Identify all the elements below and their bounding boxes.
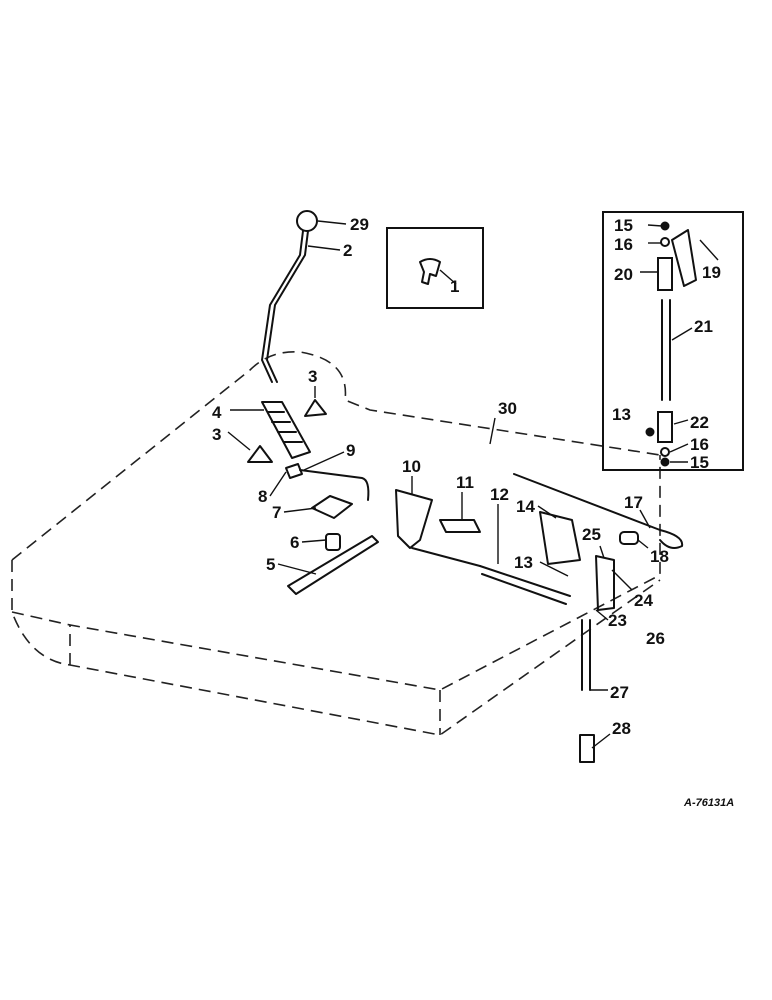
callout-9: 9 xyxy=(346,441,355,460)
callout-28: 28 xyxy=(612,719,631,738)
part-12-tube xyxy=(479,565,571,605)
callout-4: 4 xyxy=(212,403,222,422)
drawing-code: A-76131A xyxy=(683,797,734,809)
callout-20: 20 xyxy=(614,265,633,284)
part-6-spacer xyxy=(325,533,341,551)
part-14-bracket xyxy=(539,511,581,565)
part-24-arm xyxy=(595,555,615,611)
callout-29: 29 xyxy=(350,215,369,234)
callout-21: 21 xyxy=(694,317,713,336)
callout-30: 30 xyxy=(498,399,517,418)
callout-1: 1 xyxy=(450,277,459,296)
part-28-clevis xyxy=(579,734,595,763)
part-22-sleeve xyxy=(657,411,673,443)
callout-18: 18 xyxy=(650,547,669,566)
part-17-rod xyxy=(513,473,684,549)
callout-19: 19 xyxy=(702,263,721,282)
callout-6: 6 xyxy=(290,533,299,552)
part-8-clevis xyxy=(285,463,303,479)
callout-24: 24 xyxy=(634,591,653,610)
part-3-bracket-upper xyxy=(304,399,327,417)
callout-7: 7 xyxy=(272,503,281,522)
part-7-bracket xyxy=(311,495,353,519)
part-10-plate xyxy=(395,489,433,549)
part-18-pin xyxy=(619,531,639,545)
part-5-strap xyxy=(287,535,379,595)
part-20-sleeve xyxy=(657,257,673,291)
callout-26: 26 xyxy=(646,629,665,648)
platform-outline xyxy=(11,351,661,736)
callout-22: 22 xyxy=(690,413,709,432)
part-3-bracket-lower xyxy=(247,445,273,463)
callout-25: 25 xyxy=(582,525,601,544)
part-29-knob xyxy=(296,210,318,232)
callout-17: 17 xyxy=(624,493,643,512)
callout-labels: 29 2 1 3 3 4 30 9 8 7 6 5 10 11 12 14 13… xyxy=(212,215,721,738)
part-4-pedal xyxy=(261,401,311,459)
callout-23: 23 xyxy=(608,611,627,630)
callout-15-bottom: 15 xyxy=(690,453,709,472)
callout-27: 27 xyxy=(610,683,629,702)
callout-16-top: 16 xyxy=(614,235,633,254)
callout-3-lower: 3 xyxy=(212,425,221,444)
callout-2: 2 xyxy=(343,241,352,260)
part-19-link xyxy=(671,229,697,287)
part-9-rod xyxy=(299,469,370,501)
callout-8: 8 xyxy=(258,487,267,506)
leader-lines xyxy=(227,220,719,749)
callout-14: 14 xyxy=(516,497,535,516)
callout-16-bottom: 16 xyxy=(690,435,709,454)
part-21-rod xyxy=(661,299,671,401)
part-2-gearshift-lever xyxy=(261,230,304,383)
callout-15-top: 15 xyxy=(614,216,633,235)
callout-3-upper: 3 xyxy=(308,367,317,386)
inset-box-linkage xyxy=(602,211,744,471)
callout-10: 10 xyxy=(402,457,421,476)
callout-5: 5 xyxy=(266,555,275,574)
callout-12: 12 xyxy=(490,485,509,504)
part-27-rod xyxy=(581,619,591,691)
inset-box-part-1 xyxy=(386,227,484,309)
callout-11: 11 xyxy=(456,473,474,492)
callout-13-inset: 13 xyxy=(612,405,631,424)
part-1-key xyxy=(419,258,441,285)
part-11-plate xyxy=(439,519,481,533)
callout-13: 13 xyxy=(514,553,533,572)
